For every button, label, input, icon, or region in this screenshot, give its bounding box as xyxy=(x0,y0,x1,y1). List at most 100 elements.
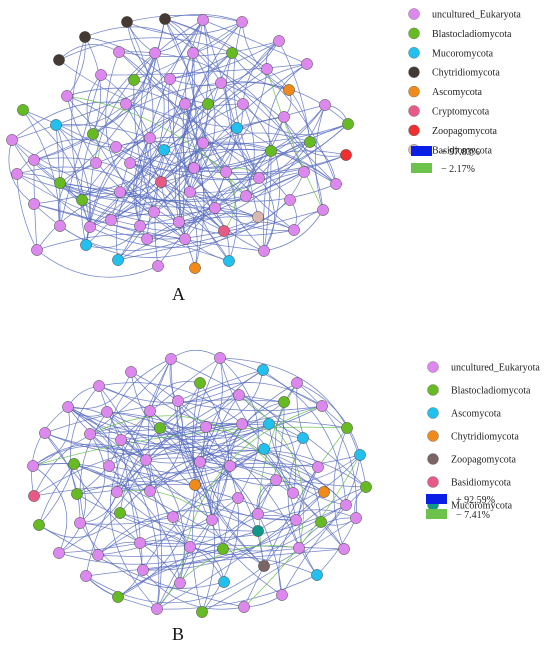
legend-label: Cryptomycota xyxy=(432,107,490,118)
network-edge xyxy=(199,369,264,463)
network-edge xyxy=(32,406,70,467)
network-edge xyxy=(126,21,243,36)
network-node xyxy=(28,154,40,166)
network-node xyxy=(71,488,83,500)
network-edge xyxy=(130,371,207,428)
correlation-swatch xyxy=(426,494,447,504)
network-edge xyxy=(89,433,297,521)
network-node xyxy=(319,99,331,111)
network-node xyxy=(237,98,249,110)
network-node xyxy=(278,396,290,408)
network-edge xyxy=(220,82,324,211)
network-edge xyxy=(32,426,348,467)
network-node xyxy=(76,194,88,206)
network-edge xyxy=(33,19,204,161)
network-edge xyxy=(193,167,295,231)
network-edge xyxy=(58,59,238,129)
network-node xyxy=(87,128,99,140)
network-node xyxy=(318,486,330,498)
network-edge xyxy=(142,491,325,571)
legend-swatch xyxy=(427,407,439,419)
network-node xyxy=(54,177,66,189)
network-node xyxy=(179,233,191,245)
network-edge xyxy=(245,141,311,197)
network-edge xyxy=(184,103,295,231)
network-edge xyxy=(69,385,100,495)
network-edge xyxy=(85,565,265,604)
network-node xyxy=(200,421,212,433)
network-edge xyxy=(189,52,216,193)
network-edge xyxy=(263,486,367,567)
network-node xyxy=(240,190,252,202)
legend-label: Ascomycota xyxy=(451,409,502,420)
network-node xyxy=(196,606,208,618)
network-node xyxy=(252,525,264,537)
network-node xyxy=(179,98,191,110)
panel-b-network xyxy=(27,349,372,618)
legend-swatch xyxy=(427,453,439,465)
network-node xyxy=(112,591,124,603)
network-edge xyxy=(55,124,117,148)
network-edge xyxy=(169,52,233,80)
network-edge xyxy=(283,116,347,157)
network-edge xyxy=(139,207,216,231)
network-node xyxy=(112,254,124,266)
network-node xyxy=(261,63,273,75)
network-node xyxy=(134,537,146,549)
network-node xyxy=(224,460,236,472)
network-edge xyxy=(189,103,244,193)
network-edge xyxy=(84,36,186,105)
network-node xyxy=(226,47,238,59)
network-node xyxy=(233,389,245,401)
panel-a-network xyxy=(6,13,354,278)
network-edge xyxy=(33,127,238,205)
network-node xyxy=(312,461,324,473)
network-edge xyxy=(66,36,86,97)
network-edge xyxy=(298,454,361,549)
network-node xyxy=(17,104,29,116)
network-node xyxy=(217,543,229,555)
network-edge xyxy=(149,137,181,223)
network-edge xyxy=(149,410,213,521)
network-edge xyxy=(157,123,349,267)
network-edge xyxy=(257,509,357,532)
network-node xyxy=(206,514,218,526)
network-edge xyxy=(58,542,141,554)
network-edge xyxy=(55,124,151,139)
network-edge xyxy=(107,358,172,467)
network-edge xyxy=(44,423,243,451)
network-edge xyxy=(193,63,308,169)
network-edge xyxy=(159,382,323,429)
network-edge xyxy=(160,148,337,185)
network-edge xyxy=(241,423,322,523)
network-edge xyxy=(189,183,337,202)
network-edge xyxy=(85,225,141,249)
network-node xyxy=(149,47,161,59)
legend-label: Zoopagomycota xyxy=(432,126,498,137)
panel-b-correlation-legend: + 92.59%− 7.41% xyxy=(426,494,495,521)
network-node xyxy=(111,486,123,498)
network-edge xyxy=(89,199,291,248)
network-edge xyxy=(81,141,311,225)
network-edge xyxy=(117,484,196,598)
network-node xyxy=(6,134,18,146)
network-edge xyxy=(149,410,297,521)
network-edge xyxy=(177,369,264,402)
network-edge xyxy=(97,548,224,557)
legend-label: Ascomycota xyxy=(432,87,483,98)
network-node xyxy=(174,577,186,589)
network-node xyxy=(159,13,171,25)
network-edge xyxy=(170,349,221,360)
network-node xyxy=(330,178,342,190)
network-edge xyxy=(117,209,324,261)
network-edge xyxy=(117,556,318,598)
legend-label: uncultured_Eukaryota xyxy=(451,363,540,374)
network-edge xyxy=(16,173,141,227)
network-node xyxy=(105,214,117,226)
network-edge xyxy=(202,19,308,65)
network-node xyxy=(148,206,160,218)
panel-b-nodes xyxy=(27,352,372,618)
network-node xyxy=(340,499,352,511)
network-node xyxy=(28,198,40,210)
network-edge xyxy=(238,394,305,549)
